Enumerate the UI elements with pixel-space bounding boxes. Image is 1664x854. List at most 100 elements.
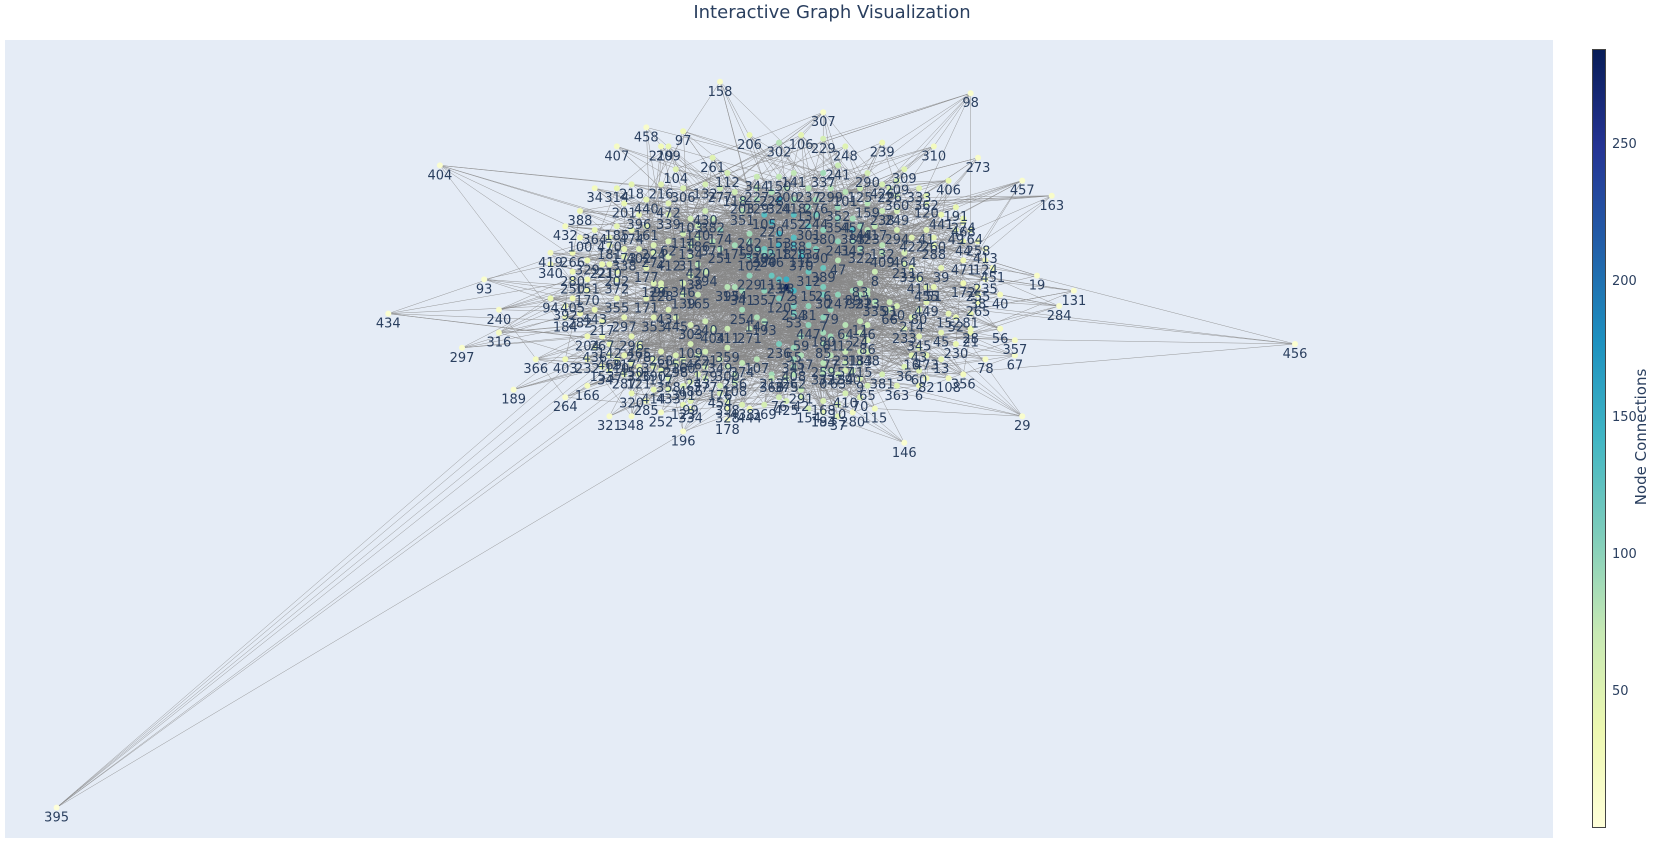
graph-node[interactable] [776,242,782,249]
graph-node[interactable] [879,371,886,378]
graph-node[interactable] [790,303,797,309]
graph-node[interactable] [849,287,856,294]
graph-node[interactable] [621,314,628,321]
graph-node[interactable] [842,189,849,195]
graph-node[interactable] [643,398,650,404]
graph-node[interactable] [945,375,952,382]
graph-node[interactable] [385,310,392,317]
graph-node[interactable] [820,360,827,366]
graph-node[interactable] [812,196,819,203]
graph-node[interactable] [746,230,753,237]
graph-node[interactable] [820,135,827,142]
graph-node[interactable] [606,367,613,374]
graph-node[interactable] [886,306,893,313]
graph-node[interactable] [820,341,827,347]
graph-node[interactable] [591,344,598,351]
graph-node[interactable] [930,284,937,290]
graph-node[interactable] [916,306,923,313]
graph-node[interactable] [658,181,665,188]
graph-node[interactable] [1011,337,1018,344]
graph-node[interactable] [672,314,679,321]
graph-node[interactable] [776,341,782,347]
graph-node[interactable] [827,306,834,313]
graph-node[interactable] [606,341,613,347]
graph-node[interactable] [717,185,724,192]
graph-node[interactable] [805,204,812,211]
graph-node[interactable] [805,242,812,249]
graph-node[interactable] [952,341,959,347]
graph-node[interactable] [960,371,967,378]
graph-node[interactable] [834,204,841,211]
graph-node[interactable] [584,333,591,340]
graph-node[interactable] [606,261,613,268]
graph-node[interactable] [871,405,878,412]
graph-node[interactable] [628,227,635,233]
graph-node[interactable] [628,333,635,340]
graph-node[interactable] [687,242,694,249]
graph-node[interactable] [547,295,554,302]
graph-node[interactable] [687,379,694,385]
graph-node[interactable] [709,215,716,222]
graph-node[interactable] [923,352,930,359]
graph-node[interactable] [893,208,900,214]
graph-node[interactable] [842,367,849,374]
graph-node[interactable] [724,325,731,332]
graph-node[interactable] [820,398,827,404]
graph-node[interactable] [621,253,628,260]
graph-node[interactable] [569,268,576,275]
graph-node[interactable] [650,356,657,363]
graph-node[interactable] [658,284,665,290]
graph-node[interactable] [731,371,738,378]
graph-node[interactable] [643,295,650,302]
graph-node[interactable] [569,249,576,256]
graph-node[interactable] [665,211,672,218]
graph-node[interactable] [687,215,694,222]
graph-node[interactable] [834,371,841,378]
graph-node[interactable] [584,287,591,294]
graph-node[interactable] [798,249,805,256]
graph-node[interactable] [790,170,797,176]
graph-node[interactable] [613,356,620,363]
graph-node[interactable] [584,276,591,283]
graph-node[interactable] [798,394,805,401]
graph-node[interactable] [820,284,827,290]
graph-node[interactable] [621,371,628,378]
graph-node[interactable] [864,348,871,355]
graph-node[interactable] [849,367,856,374]
graph-node[interactable] [613,143,620,150]
graph-node[interactable] [879,181,886,188]
graph-node[interactable] [680,280,687,287]
graph-node[interactable] [834,257,841,264]
graph-node[interactable] [908,314,915,321]
graph-node[interactable] [665,238,672,245]
graph-node[interactable] [930,143,937,150]
graph-node[interactable] [886,185,893,192]
graph-node[interactable] [761,401,768,408]
graph-node[interactable] [834,413,841,420]
graph-node[interactable] [562,394,569,401]
graph-node[interactable] [967,90,974,97]
graph-node[interactable] [938,265,945,271]
graph-node[interactable] [945,177,952,184]
graph-node[interactable] [569,295,576,302]
nodes-layer[interactable] [53,78,1298,811]
graph-node[interactable] [952,314,959,321]
graph-node[interactable] [997,325,1004,332]
graph-node[interactable] [643,223,650,230]
graph-node[interactable] [576,310,583,317]
graph-node[interactable] [481,276,488,283]
graph-node[interactable] [975,238,982,245]
graph-node[interactable] [952,204,959,211]
graph-node[interactable] [665,386,672,393]
graph-node[interactable] [702,348,709,355]
graph-node[interactable] [864,382,871,389]
graph-node[interactable] [857,246,864,252]
graph-node[interactable] [628,390,635,397]
graph-node[interactable] [820,329,827,336]
graph-node[interactable] [606,352,613,359]
graph-node[interactable] [680,382,687,389]
graph-node[interactable] [820,265,827,271]
graph-node[interactable] [643,265,650,271]
graph-node[interactable] [960,215,967,222]
graph-node[interactable] [547,261,554,268]
